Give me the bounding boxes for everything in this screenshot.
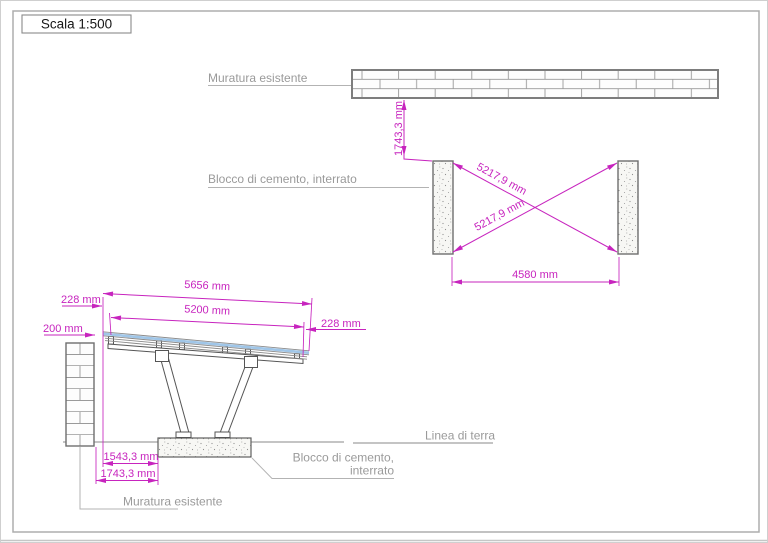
leg-bracket-right — [244, 356, 258, 368]
dim-wall-to-block-text: 1743,3 mm — [100, 468, 155, 480]
dim-overhang-left: 228 mm — [61, 294, 102, 309]
plan-view: Muratura esistente 1743,3 mm Blocco di c… — [208, 69, 719, 286]
elevation-wall — [65, 342, 95, 447]
panel-top-edge — [102, 331, 310, 352]
elevation-view: Linea di terra — [43, 279, 495, 510]
plan-block-label: Blocco di cemento, interrato — [208, 172, 357, 186]
scale-label: Scala 1:500 — [41, 17, 112, 32]
panel-rail-bottom — [104, 340, 308, 360]
elevation-wall-leader — [79, 447, 178, 510]
elevation-wall-label-group: Muratura esistente — [79, 447, 223, 510]
plan-dim-wall-to-block-text: 1743,3 mm — [393, 101, 405, 156]
dim-overhang-right: 228 mm — [306, 318, 366, 332]
leg-bracket-left — [155, 350, 169, 362]
panel-bottom-edge — [102, 335, 310, 356]
scale-box — [21, 14, 132, 34]
dim-panel-total-text: 5656 mm — [184, 279, 230, 293]
plan-dim-block-span-text: 4580 mm — [512, 269, 558, 281]
elevation-wall-label: Muratura esistente — [123, 495, 223, 509]
dim-panel-total: 5656 mm — [102, 279, 313, 306]
dim-panel-to-block-text: 1543,3 mm — [103, 451, 158, 463]
dim-overhang-left-text: 228 mm — [61, 294, 101, 306]
dim-wall-offset-text: 200 mm — [43, 323, 83, 335]
elevation-block-label-line1: Blocco di cemento, — [293, 451, 394, 465]
plan-dim-block-span: 4580 mm — [451, 257, 620, 286]
plan-wall-label: Muratura esistente — [208, 71, 308, 85]
dim-panel-module: 5200 mm — [110, 303, 305, 330]
elevation-block-label: Blocco di cemento, interrato — [251, 451, 394, 479]
elevation-block-label-line2: interrato — [350, 464, 394, 478]
plan-wall — [351, 69, 719, 99]
plan-dim-wall-to-block: 1743,3 mm — [393, 100, 433, 162]
ground-label: Linea di terra — [425, 429, 495, 443]
dim-panel-to-block: 1543,3 mm — [103, 451, 159, 466]
dim-overhang-right-text: 228 mm — [321, 318, 361, 330]
dim-wall-to-block: 1743,3 mm — [96, 468, 158, 483]
foot-plate-left — [175, 431, 192, 438]
plan-concrete-block-left — [432, 160, 454, 255]
solar-panel — [102, 332, 310, 355]
elevation-concrete-block — [157, 437, 252, 458]
panel-rail-top — [104, 337, 308, 358]
foot-plate-right — [214, 431, 231, 438]
scale-title-block: Scala 1:500 — [21, 14, 132, 34]
dim-wall-offset: 200 mm — [43, 323, 95, 338]
elevation-block-leader — [251, 457, 394, 479]
dim-panel-module-text: 5200 mm — [184, 303, 230, 317]
plan-concrete-block-right — [617, 160, 639, 255]
